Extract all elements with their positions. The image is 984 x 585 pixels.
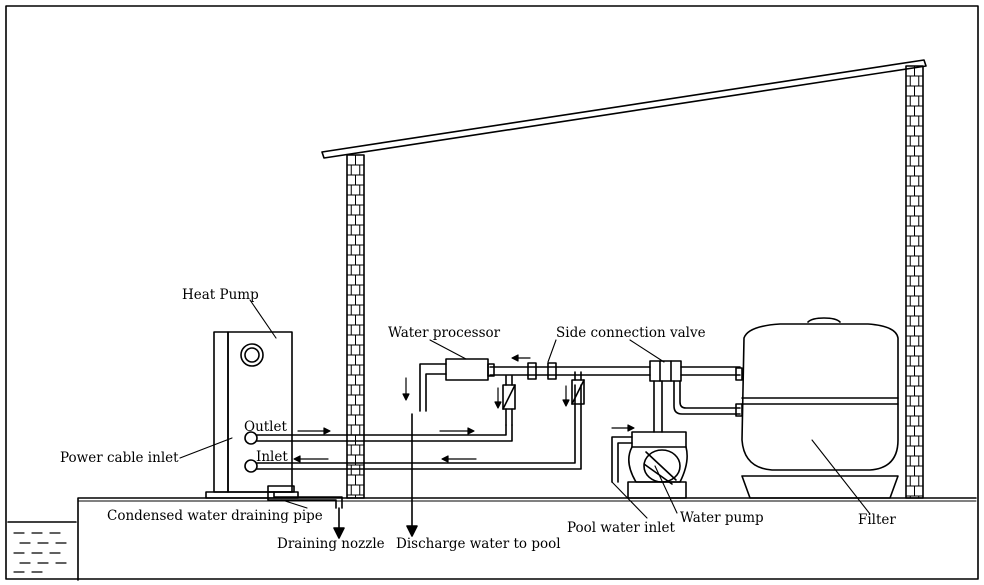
label-filter: Filter <box>858 512 896 528</box>
check-valve-icon <box>571 379 585 405</box>
pool-water <box>7 521 77 573</box>
flow-arrow-icon <box>293 354 635 463</box>
water-pump <box>611 431 688 499</box>
brick-wall-icon <box>905 65 924 499</box>
label-draining-nozzle: Draining nozzle <box>277 536 385 552</box>
connector <box>527 362 537 380</box>
condensed-water-draining-pipe <box>267 491 345 539</box>
label-power-cable-inlet: Power cable inlet <box>60 450 179 466</box>
inlet-pipe <box>256 384 582 470</box>
discharge-arrow <box>406 413 418 537</box>
water-processor <box>419 358 495 412</box>
label-outlet: Outlet <box>244 419 287 435</box>
label-water-processor: Water processor <box>388 325 501 341</box>
main-line-filter <box>680 366 741 376</box>
outlet-port <box>244 431 258 445</box>
label-condensed-water-draining-pipe: Condensed water draining pipe <box>107 508 323 524</box>
brick-wall-icon <box>346 154 365 499</box>
main-line <box>489 366 651 376</box>
side-connection-valve <box>649 360 741 433</box>
frame <box>5 5 979 580</box>
filter <box>735 317 899 499</box>
heat-pump <box>205 331 299 499</box>
label-discharge-water-to-pool: Discharge water to pool <box>396 536 561 552</box>
water-surface-icon <box>13 532 67 573</box>
label-side-connection-valve: Side connection valve <box>556 325 706 341</box>
leader-lines <box>179 299 871 519</box>
label-heat-pump: Heat Pump <box>182 287 259 303</box>
roof <box>321 59 927 159</box>
labels: Heat Pump Outlet Inlet Power cable inlet… <box>60 287 896 552</box>
inlet-port <box>244 459 258 473</box>
outlet-pipe <box>256 424 513 442</box>
check-valve-icon <box>502 384 516 410</box>
connector <box>547 362 557 380</box>
label-inlet: Inlet <box>256 449 288 465</box>
right-wall <box>905 65 924 499</box>
label-water-pump: Water pump <box>680 510 764 526</box>
left-wall <box>346 154 365 499</box>
label-pool-water-inlet: Pool water inlet <box>567 520 675 536</box>
